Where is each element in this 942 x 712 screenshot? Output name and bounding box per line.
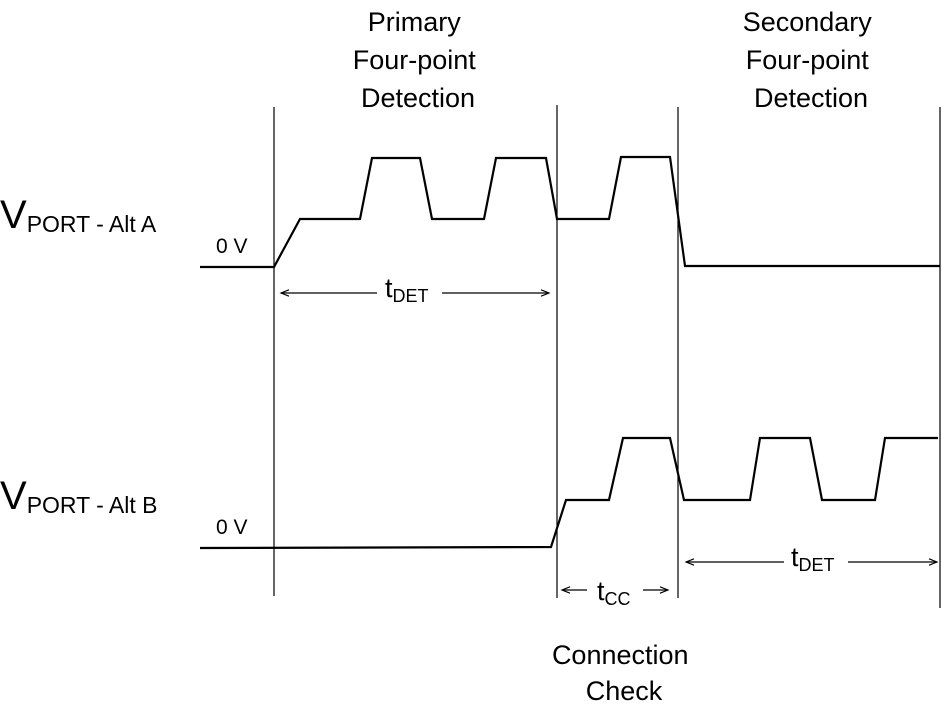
signal-b-main: V [0, 474, 27, 518]
tdet-b-sub: DET [799, 555, 835, 575]
tdet-a-sub: DET [393, 286, 429, 306]
signal-a-sub: PORT - Alt A [27, 211, 157, 237]
signal-label-alt-a: VPORT - Alt A [0, 193, 157, 237]
secondary-header-line-2: Four-point [746, 45, 870, 75]
zero-volt-label-b: 0 V [216, 516, 248, 539]
tdet-a-main: t [385, 273, 393, 303]
tcc-label: tCC [597, 576, 631, 609]
tdet-a-label: tDET [385, 273, 429, 306]
signal-a-main: V [0, 193, 27, 237]
signal-b-sub: PORT - Alt B [27, 492, 158, 518]
primary-header-line-2: Four-point [353, 45, 477, 75]
connection-header-line-2: Check [586, 676, 663, 706]
tdet-b-label: tDET [791, 542, 835, 575]
connection-header-line-1: Connection [552, 640, 689, 670]
connection-check-header: Connection Check [552, 640, 696, 706]
tcc-sub: CC [605, 589, 631, 609]
primary-header-line-1: Primary [368, 7, 461, 37]
zero-volt-label-a: 0 V [216, 235, 248, 258]
tcc-main: t [597, 576, 605, 606]
tdet-b-main: t [791, 542, 799, 572]
waveform-alt-b [199, 436, 938, 550]
waveform-alt-a [200, 155, 940, 269]
signal-label-alt-b: VPORT - Alt B [0, 474, 158, 518]
secondary-header-line-1: Secondary [743, 7, 873, 37]
secondary-header-line-3: Detection [754, 83, 868, 113]
primary-detection-header: Primary Four-point Detection [353, 7, 484, 113]
secondary-detection-header: Secondary Four-point Detection [743, 7, 880, 113]
primary-header-line-3: Detection [361, 83, 475, 113]
